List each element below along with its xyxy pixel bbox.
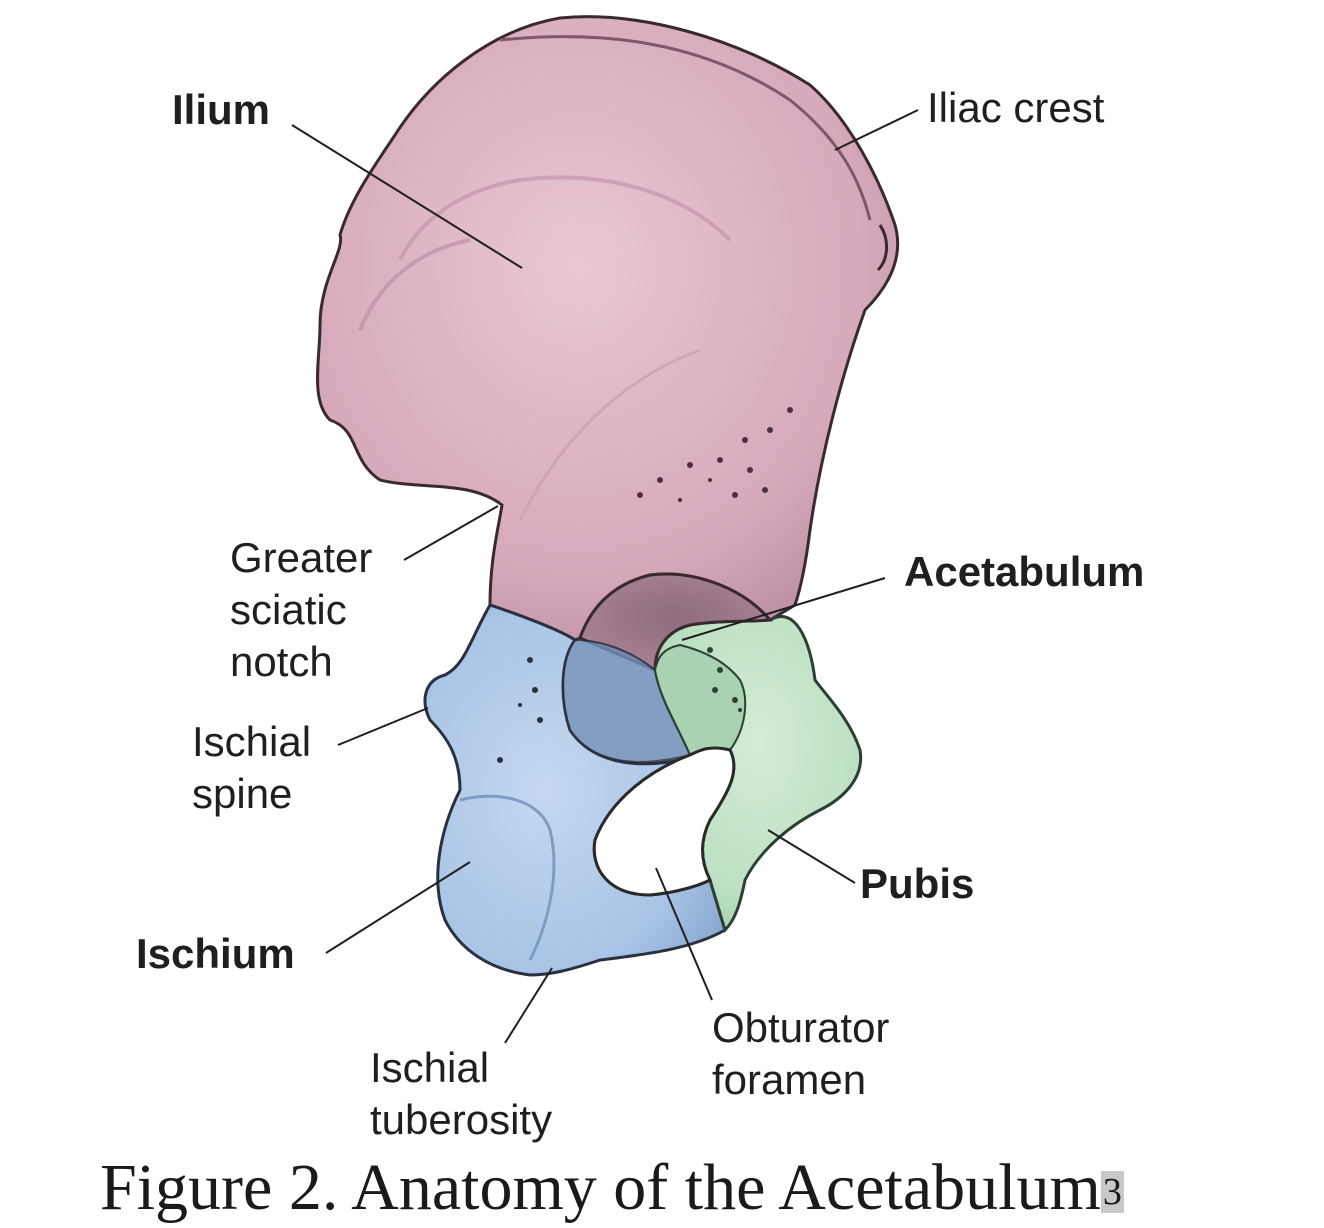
figure-caption: Figure 2. Anatomy of the Acetabulum3 <box>100 1148 1124 1228</box>
leader-iliac-crest <box>834 109 919 151</box>
leader-obturator-foramen <box>655 867 713 1001</box>
label-ischial-spine: Ischial spine <box>192 716 311 820</box>
label-ischium: Ischium <box>136 930 295 977</box>
leader-ilium <box>291 124 523 269</box>
leader-acetabulum <box>681 577 886 641</box>
leader-ischial-tuberosity <box>504 967 553 1044</box>
label-greater-sciatic-notch: Greater sciatic notch <box>230 532 372 688</box>
label-obturator-foramen-line1: Obturator <box>712 1004 890 1051</box>
label-ischial-spine-line1: Ischial <box>192 718 312 765</box>
label-greater-sciatic-notch-line2: sciatic <box>230 586 347 633</box>
leader-greater-sciatic-notch <box>403 505 499 561</box>
leader-lines <box>291 109 919 1044</box>
leader-ischium <box>325 861 471 954</box>
label-greater-sciatic-notch-line1: Greater <box>230 534 373 581</box>
ilium-region <box>316 15 900 642</box>
label-ilium: Ilium <box>172 86 271 133</box>
figure-reference-superscript: 3 <box>1100 1171 1124 1213</box>
label-ischial-spine-line2: spine <box>192 770 293 817</box>
leader-ischial-spine <box>337 707 429 746</box>
label-iliac-crest: Iliac crest <box>927 84 1105 131</box>
leader-pubis <box>767 829 856 884</box>
label-acetabulum: Acetabulum <box>904 548 1145 595</box>
obturator-foramen-hole <box>592 746 736 897</box>
label-obturator-foramen-line2: foramen <box>712 1056 867 1103</box>
acetabulum-cup <box>578 572 774 673</box>
label-ischial-tuberosity: Ischial tuberosity <box>370 1042 552 1146</box>
label-ischial-tuberosity-line2: tuberosity <box>370 1096 553 1143</box>
label-obturator-foramen: Obturator foramen <box>712 1002 889 1106</box>
ilium-nutrient-foramina <box>637 407 793 502</box>
label-greater-sciatic-notch-line3: notch <box>230 638 333 685</box>
ischium-foramina <box>497 657 543 763</box>
figure-caption-text: Figure 2. Anatomy of the Acetabulum <box>100 1151 1101 1224</box>
label-pubis: Pubis <box>860 860 975 907</box>
label-ischial-tuberosity-line1: Ischial <box>370 1044 490 1091</box>
